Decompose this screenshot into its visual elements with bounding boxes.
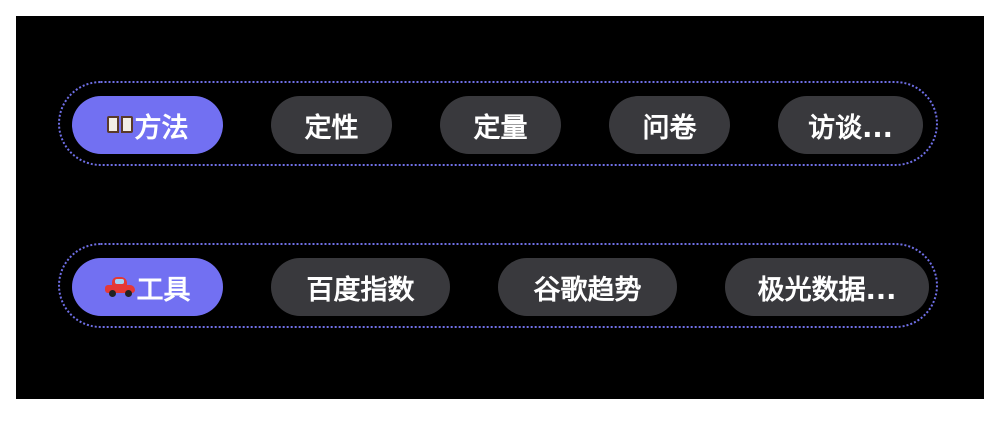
chip-label: 谷歌趋势: [533, 274, 642, 306]
tool-tag-group: 工具 百度指数 谷歌趋势 极光数据...: [58, 243, 938, 328]
car-icon: [104, 277, 135, 297]
chip-label: 定性: [304, 112, 359, 144]
chip-qualitative[interactable]: 定性: [271, 96, 392, 154]
chip-baidu-index[interactable]: 百度指数: [271, 258, 450, 316]
canvas: 方法 定性 定量 问卷 访谈... 工具 百度指数 谷: [16, 16, 984, 399]
chip-jiguang-data[interactable]: 极光数据...: [725, 258, 929, 316]
method-tag-group: 方法 定性 定量 问卷 访谈...: [58, 81, 938, 166]
chip-label: 方法: [134, 112, 189, 144]
book-icon: [106, 116, 133, 134]
chip-interview[interactable]: 访谈...: [778, 96, 923, 154]
chip-label: 定量: [473, 112, 528, 144]
chip-label: 工具: [136, 274, 191, 306]
chip-quantitative[interactable]: 定量: [440, 96, 561, 154]
chip-methods[interactable]: 方法: [72, 96, 223, 154]
chip-label: 百度指数: [306, 274, 415, 306]
chip-google-trends[interactable]: 谷歌趋势: [498, 258, 677, 316]
chip-tools[interactable]: 工具: [72, 258, 223, 316]
chip-label: 问卷: [642, 112, 697, 144]
chip-label: 极光数据...: [757, 274, 897, 306]
chip-label: 访谈...: [808, 112, 893, 144]
chip-questionnaire[interactable]: 问卷: [609, 96, 730, 154]
